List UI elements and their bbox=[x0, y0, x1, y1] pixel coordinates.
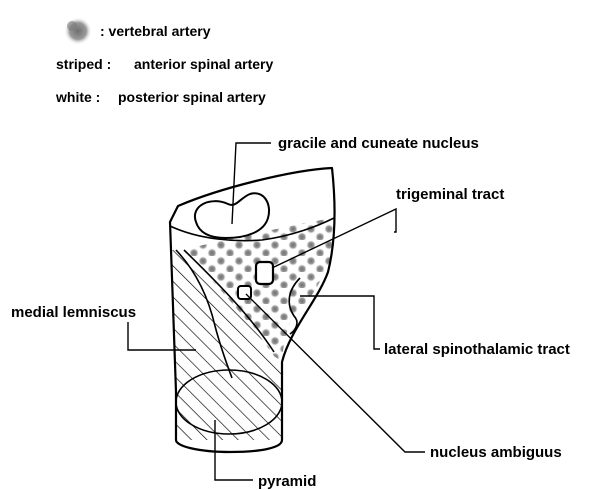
label-medial-lemniscus: medial lemniscus bbox=[11, 304, 136, 321]
legend-anterior-text: anterior spinal artery bbox=[134, 56, 273, 72]
label-nucleus-ambiguus: nucleus ambiguus bbox=[430, 444, 562, 461]
label-trigeminal-tract: trigeminal tract bbox=[396, 186, 504, 203]
legend-posterior-key: white : bbox=[55, 89, 100, 105]
legend-vertebral-text: : vertebral artery bbox=[100, 23, 211, 39]
label-lateral-spinothalamic: lateral spinothalamic tract bbox=[384, 341, 570, 358]
legend-posterior-text: posterior spinal artery bbox=[118, 89, 266, 105]
medulla-section bbox=[160, 168, 340, 452]
trigeminal-tract-marker bbox=[256, 262, 273, 284]
legend: : vertebral artery striped : anterior sp… bbox=[55, 17, 273, 105]
label-gracile-cuneate: gracile and cuneate nucleus bbox=[278, 135, 479, 152]
vertebral-swatch-speck bbox=[67, 21, 77, 31]
legend-anterior-key: striped : bbox=[56, 56, 111, 72]
vertebral-swatch-icon bbox=[64, 17, 92, 45]
label-pyramid: pyramid bbox=[258, 473, 316, 490]
